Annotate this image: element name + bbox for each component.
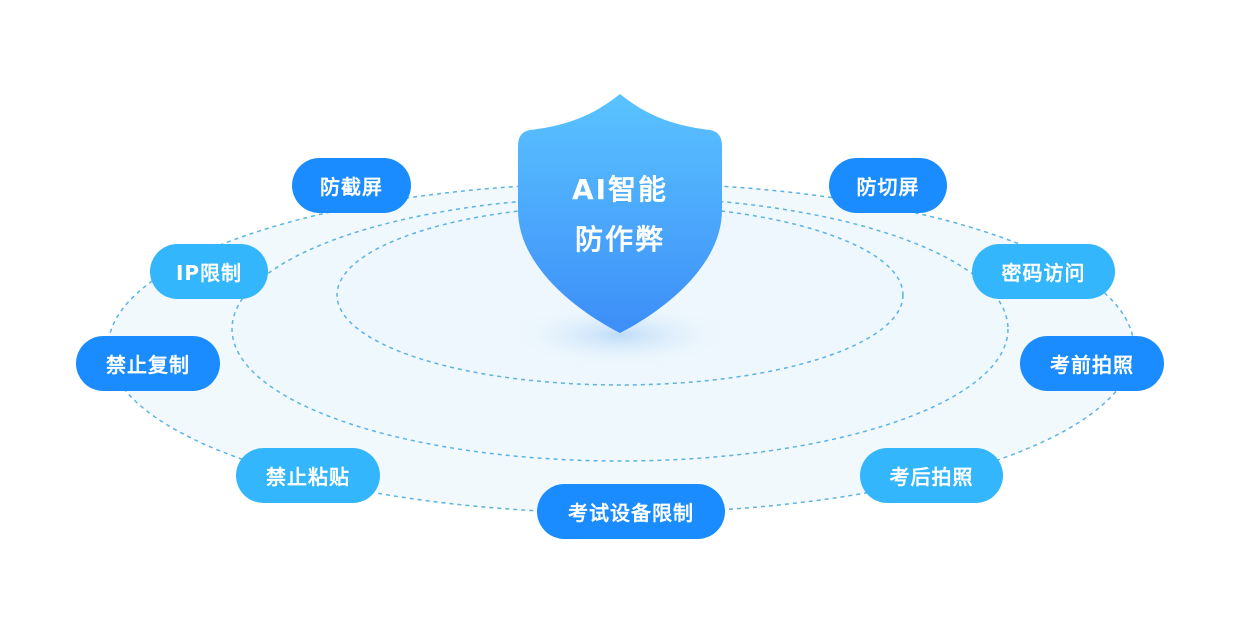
shield-icon bbox=[518, 94, 722, 333]
feature-anti-switch-screen: 防切屏 bbox=[829, 158, 947, 213]
feature-ip-restriction: IP限制 bbox=[150, 244, 268, 299]
feature-anti-screenshot: 防截屏 bbox=[292, 158, 411, 213]
feature-device-restriction: 考试设备限制 bbox=[537, 484, 725, 539]
feature-post-exam-photo: 考后拍照 bbox=[860, 448, 1003, 503]
center-title-line1: AI智能 bbox=[571, 173, 669, 206]
feature-pre-exam-photo: 考前拍照 bbox=[1020, 336, 1164, 391]
feature-no-paste: 禁止粘贴 bbox=[236, 448, 380, 503]
feature-password-access: 密码访问 bbox=[972, 244, 1115, 299]
feature-no-copy: 禁止复制 bbox=[76, 336, 220, 391]
shield-shadow bbox=[510, 303, 730, 367]
center-title-line2: 防作弊 bbox=[574, 223, 665, 256]
